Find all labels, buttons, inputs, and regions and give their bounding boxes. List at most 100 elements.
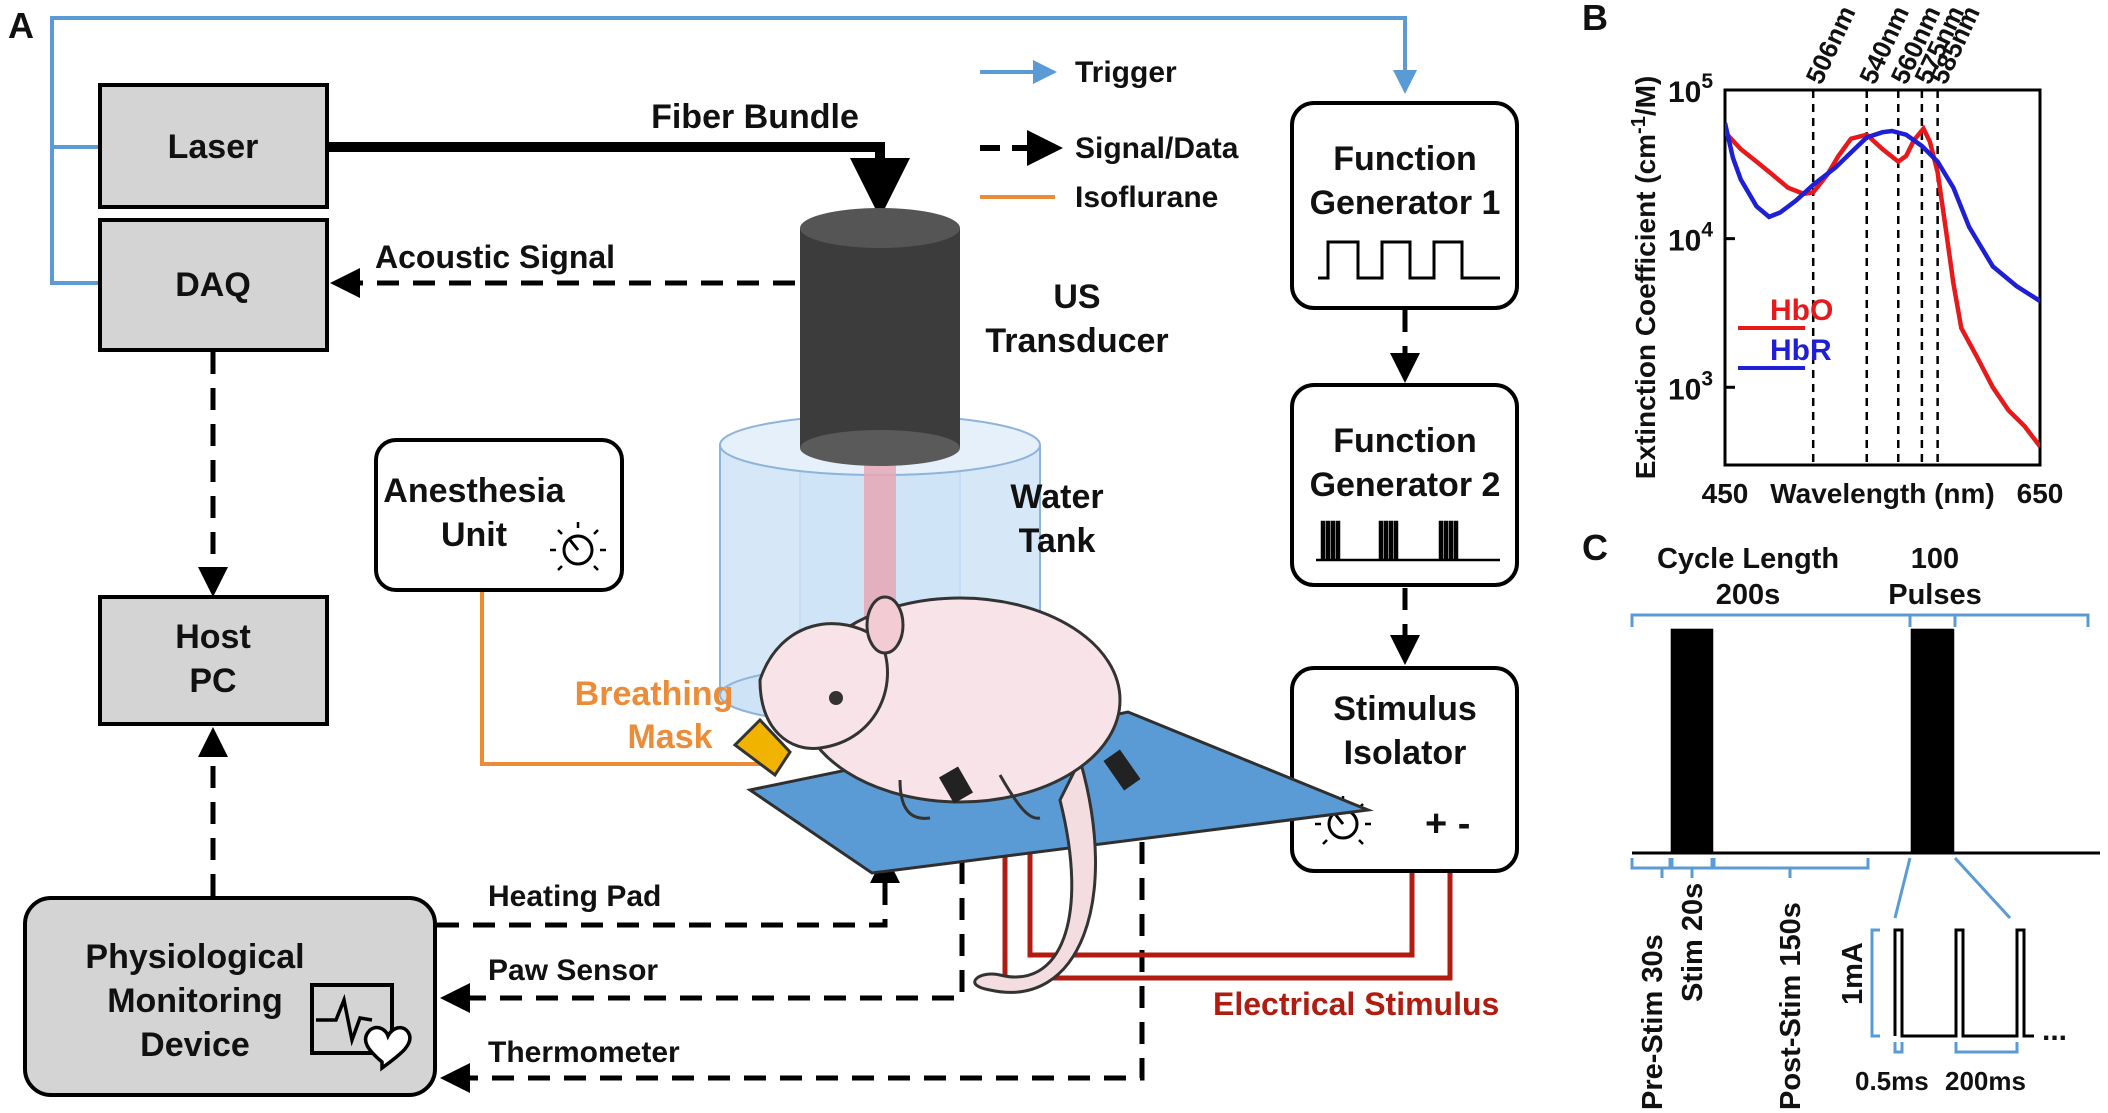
daq-box: [98, 218, 329, 352]
breathing-mask-label-1: Breathing: [575, 675, 734, 713]
rat-eye: [829, 691, 843, 705]
y-tick-label: 105: [1668, 70, 1713, 109]
fiber-bundle-label: Fiber Bundle: [651, 98, 859, 136]
fg2-label-1: Function: [1333, 422, 1477, 460]
zoom-line-left: [1893, 857, 1912, 919]
breathing-mask-label-2: Mask: [627, 718, 712, 756]
anesthesia-label-1: Anesthesia: [383, 472, 565, 510]
panel-a-label: A: [8, 5, 34, 46]
heating-pad-line: [437, 853, 900, 928]
laser-label: Laser: [168, 128, 259, 166]
pulse-train: [1910, 628, 1953, 855]
pulse-width-label: 0.5ms: [1855, 1066, 1929, 1096]
host-pc-box: [98, 595, 329, 726]
physio-label-1: Physiological: [85, 938, 304, 976]
zoom-line-right: [1953, 856, 2012, 920]
stim-wire-2: [992, 812, 1453, 981]
panel-c-label: C: [1582, 527, 1608, 568]
us-transducer-label-1: US: [1053, 278, 1100, 316]
series-line-hbo: [1725, 124, 2040, 448]
pulses-bracket: [1908, 613, 1957, 627]
heart-monitor-icon: [310, 983, 412, 1072]
pre-stim-label: Pre-Stim 30s: [1637, 934, 1669, 1110]
anesthesia-unit-box: [374, 438, 624, 592]
breathing-mask-cone: [732, 717, 792, 778]
physio-label-3: Device: [140, 1026, 250, 1064]
paw-sensor-line: [440, 790, 965, 1013]
paw-sensor-clip: [938, 766, 974, 804]
amplitude-bracket: [1870, 928, 1880, 1038]
x-axis-label: Wavelength (nm): [1770, 478, 1995, 509]
series-line-hbr: [1725, 122, 2040, 303]
pulse-width-bracket: [1893, 1042, 1904, 1054]
us-transducer: [800, 208, 960, 466]
isoflurane-line: [480, 592, 770, 766]
stimulus-isolator-box: [1290, 666, 1519, 873]
acoustic-signal-label: Acoustic Signal: [375, 239, 615, 275]
stim-label: Stim 20s: [1677, 883, 1709, 1002]
daq-label: DAQ: [175, 266, 251, 304]
fg2-burst-wave-icon: [1316, 520, 1500, 562]
y-tick-label: 103: [1668, 367, 1713, 406]
stim-polarity-label: + -: [1425, 803, 1470, 845]
electrical-stimulus-label: Electrical Stimulus: [1213, 986, 1499, 1022]
rat-head: [758, 622, 889, 750]
legend-isoflurane-label: Isoflurane: [1075, 181, 1218, 214]
legend-signal-label: Signal/Data: [1075, 132, 1239, 165]
laser-box: [98, 83, 329, 209]
host-pc-label-2: PC: [189, 662, 236, 700]
stim-wire-1: [1017, 812, 1415, 958]
period-bracket: [1954, 1042, 2019, 1054]
x-tick-label: 450: [1702, 478, 1749, 509]
legend: Trigger Signal/Data Isoflurane: [980, 56, 1239, 214]
physio-label-2: Monitoring: [107, 982, 283, 1020]
rat-tail: [973, 755, 1098, 994]
period-label: 200ms: [1945, 1066, 2026, 1096]
ellipsis-label: ...: [2042, 1014, 2067, 1047]
physiological-monitoring-box: [23, 896, 437, 1097]
legend-trigger-label: Trigger: [1075, 56, 1177, 89]
paw-sensor-label: Paw Sensor: [488, 954, 658, 987]
fg1-label-1: Function: [1333, 140, 1477, 178]
timing-diagram: Cycle Length 200s 100 Pulses Pre-Stim 30…: [1630, 543, 2100, 1110]
post-stim-label: Post-Stim 150s: [1775, 902, 1807, 1110]
legend-label-hbo: HbO: [1770, 294, 1833, 327]
anesthesia-label-2: Unit: [441, 516, 507, 554]
anesthesia-knob-icon: [550, 522, 606, 571]
panel-b-label: B: [1582, 0, 1608, 38]
cycle-length-label-2: 200s: [1716, 579, 1781, 611]
water-tank-label-1: Water: [1010, 478, 1103, 516]
fiber-bundle-line: [327, 142, 910, 218]
stim-pulse-block-1: [1670, 628, 1714, 855]
thermometer-probe: [1103, 749, 1141, 791]
thermometer-label: Thermometer: [488, 1036, 680, 1069]
rat-illustration: [732, 595, 1141, 994]
host-pc-label-1: Host: [175, 618, 251, 656]
x-tick-label: 650: [2017, 478, 2064, 509]
pulses-label-2: Pulses: [1888, 579, 1982, 611]
amplitude-label: 1mA: [1837, 942, 1869, 1005]
pulses-label-1: 100: [1911, 543, 1959, 575]
y-tick-label: 104: [1668, 219, 1713, 258]
pre-stim-bracket: [1630, 858, 1672, 870]
thermometer-line: [440, 770, 1145, 1093]
stim-pulse-block-2: [1910, 628, 1955, 855]
pulse-block-outline: [1670, 628, 1714, 855]
cycle-length-bracket: [1630, 613, 2090, 627]
rat-ear: [865, 595, 905, 655]
rat-hind-leg: [998, 774, 1041, 820]
legend-label-hbr: HbR: [1770, 334, 1832, 367]
post-stim-bracket: [1712, 858, 1870, 870]
stim-isolator-label-2: Isolator: [1344, 734, 1467, 772]
stim-bracket: [1670, 858, 1714, 870]
fg1-label-2: Generator 1: [1310, 184, 1501, 222]
heating-pad-label: Heating Pad: [488, 880, 661, 913]
plot-frame: [1723, 88, 2042, 467]
stim-isolator-label-1: Stimulus: [1333, 690, 1477, 728]
fg2-label-2: Generator 2: [1310, 466, 1501, 504]
function-generator-2-box: [1290, 383, 1519, 587]
y-axis-label: Extinction Coefficient (cm-1/M): [1628, 76, 1661, 480]
pulse-block-outline: [1910, 628, 1955, 855]
